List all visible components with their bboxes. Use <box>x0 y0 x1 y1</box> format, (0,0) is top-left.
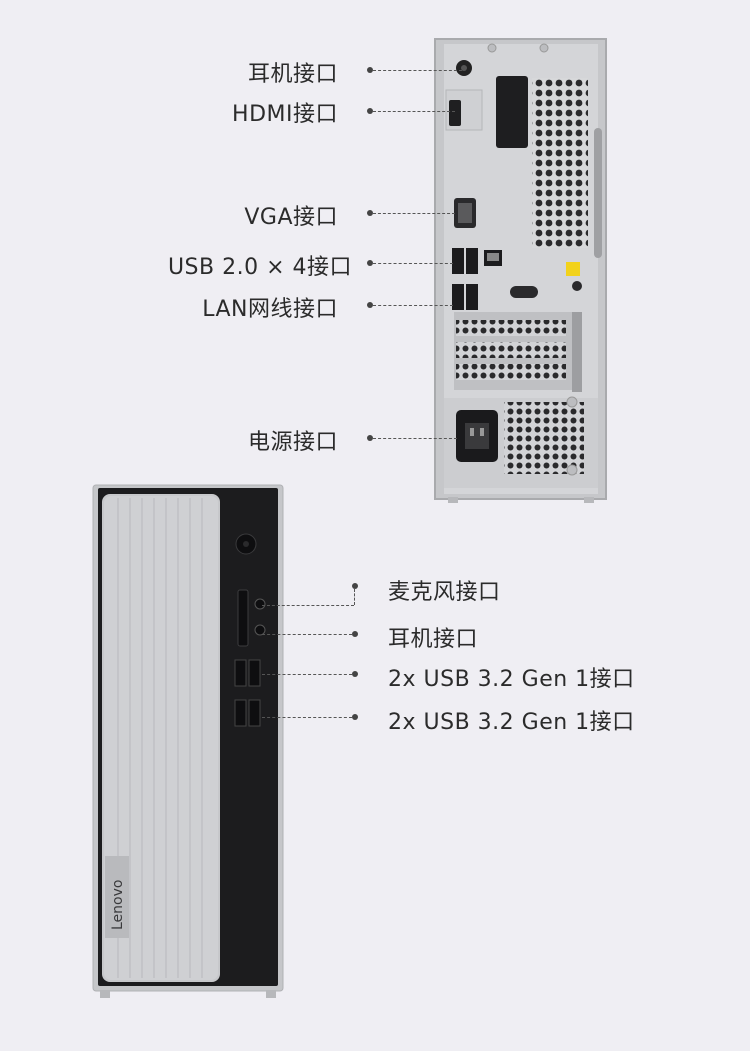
rear-hdmi-port <box>449 100 461 126</box>
front-usb32-ports-a <box>234 659 247 687</box>
front-headphone-leader <box>262 634 352 635</box>
front-panel-illustration: Lenovo <box>92 484 284 998</box>
rear-usb2-leader <box>373 263 453 264</box>
front-headphone-label: 耳机接口 <box>388 627 479 652</box>
rear-usb2-ports <box>452 248 464 274</box>
front-mic-dot <box>352 583 358 589</box>
rear-lan-leader <box>373 305 453 306</box>
rear-power-label: 电源接口 <box>247 430 338 455</box>
front-usb32-ports-b <box>234 699 247 727</box>
front-usb32a-label: 2x USB 3.2 Gen 1接口 <box>388 667 635 692</box>
front-mic-jack <box>254 598 266 610</box>
front-headphone-dot <box>352 631 358 637</box>
front-usb32b-dot <box>352 714 358 720</box>
front-brand-logo: Lenovo <box>110 880 126 930</box>
rear-vga-label: VGA接口 <box>244 205 338 230</box>
rear-usb2-dot <box>367 260 373 266</box>
rear-lan-dot <box>367 302 373 308</box>
rear-headphone-leader <box>373 70 462 71</box>
rear-hdmi-dot <box>367 108 373 114</box>
rear-power-leader <box>373 438 457 439</box>
front-usb32b-label: 2x USB 3.2 Gen 1接口 <box>388 710 635 735</box>
rear-headphone-dot <box>367 67 373 73</box>
rear-usb2-label: USB 2.0 × 4接口 <box>167 255 352 280</box>
rear-hdmi-leader <box>373 111 455 112</box>
rear-headphone-label: 耳机接口 <box>247 62 338 87</box>
rear-vga-leader <box>373 213 455 214</box>
front-mic-leader-h <box>262 605 354 606</box>
card-reader-slot <box>237 589 249 647</box>
rear-lan-label: LAN网线接口 <box>202 297 338 322</box>
rear-vga-dot <box>367 210 373 216</box>
front-usb32b-leader <box>262 717 352 718</box>
front-mic-leader-v <box>354 589 355 605</box>
rear-panel-illustration <box>434 38 607 503</box>
rear-power-dot <box>367 435 373 441</box>
front-headphone-jack <box>254 624 266 636</box>
front-usb32a-leader <box>262 674 352 675</box>
front-usb32a-dot <box>352 671 358 677</box>
rear-hdmi-label: HDMI接口 <box>232 102 338 127</box>
front-mic-label: 麦克风接口 <box>388 580 501 605</box>
